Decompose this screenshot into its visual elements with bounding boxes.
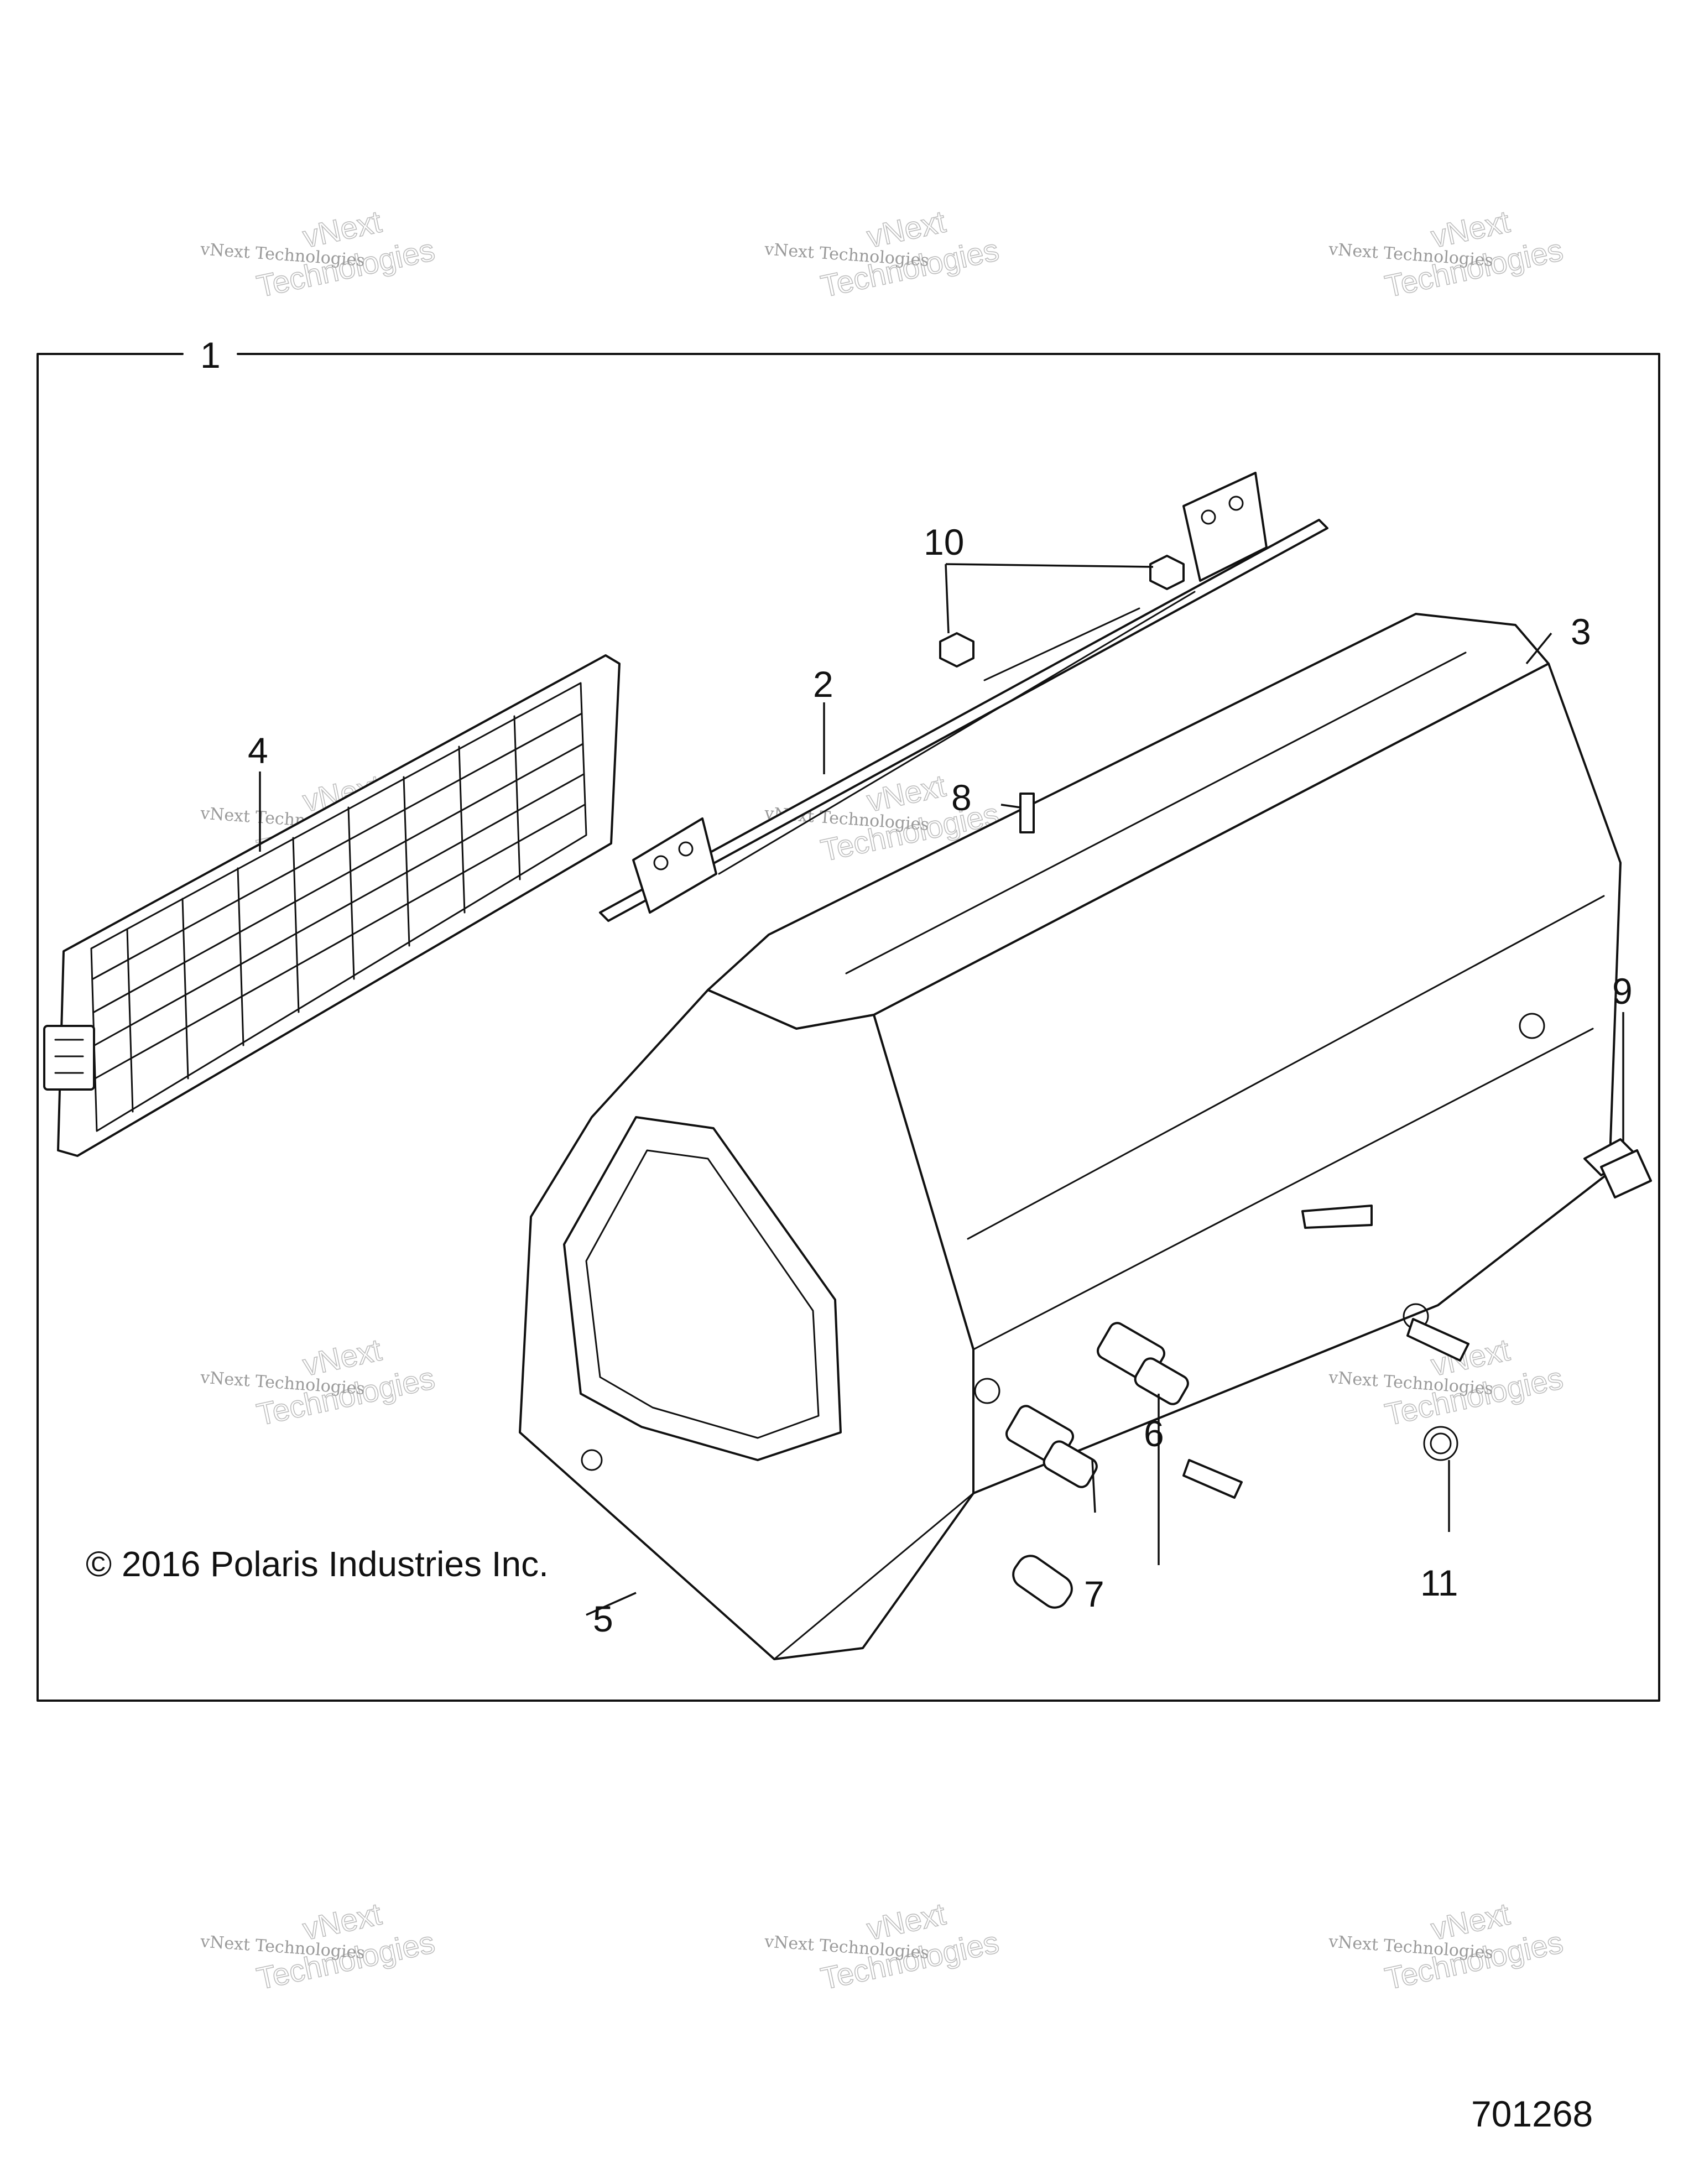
callout-1: 1 — [200, 335, 221, 376]
watermark: Technologies vNext vNext Technologies — [199, 1896, 438, 1997]
nut-pair — [939, 555, 1185, 668]
assembly-frame — [37, 353, 1660, 1702]
watermark: Technologies vNext vNext Technologies — [199, 204, 438, 304]
grille-panel — [43, 654, 621, 1157]
stud-bolts — [1182, 1138, 1652, 1499]
mounting-bracket — [599, 472, 1328, 922]
callout-10: 10 — [924, 522, 964, 562]
clip — [1019, 793, 1035, 833]
callout-11: 11 — [1420, 1562, 1458, 1603]
callout-7: 7 — [1084, 1573, 1104, 1614]
grommet — [1423, 1426, 1458, 1461]
hose-fittings — [1005, 1322, 1189, 1609]
main-housing — [519, 613, 1622, 1660]
watermark: Technologies vNext vNext Technologies — [199, 1332, 438, 1432]
watermark: Technologies vNext vNext Technologies — [763, 204, 1002, 304]
callout-3: 3 — [1571, 611, 1591, 652]
document-number: 701268 — [1471, 2093, 1593, 2134]
callout-9: 9 — [1612, 971, 1633, 1012]
callout-6: 6 — [1144, 1413, 1164, 1454]
callout-5: 5 — [593, 1598, 613, 1639]
leader-lines — [259, 563, 1624, 1616]
callout-4: 4 — [248, 730, 268, 771]
callout-2: 2 — [813, 664, 833, 705]
watermark: Technologies vNext vNext Technologies — [1327, 204, 1566, 304]
copyright-notice: © 2016 Polaris Industries Inc. — [86, 1544, 549, 1584]
callout-labels: 1 10 3 2 4 8 9 6 7 11 5 — [200, 335, 1633, 1639]
watermark: Technologies vNext vNext Technologies — [1327, 1896, 1566, 1997]
watermark: Technologies vNext vNext Technologies — [763, 1896, 1002, 1997]
callout-8: 8 — [951, 777, 972, 818]
